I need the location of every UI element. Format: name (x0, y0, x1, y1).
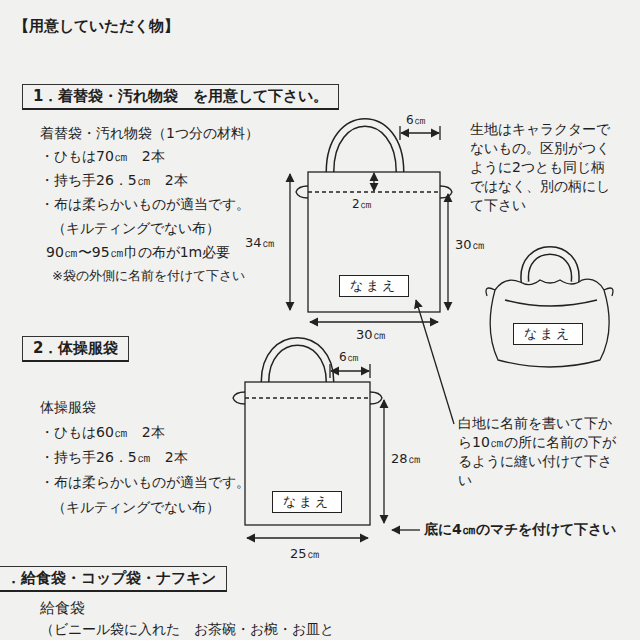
node-text: なまえ (524, 325, 572, 343)
dimension-label: 6㎝ (406, 112, 426, 128)
material-item: ・布は柔らかいものが適当です。 (40, 195, 250, 214)
dimension-label: 28㎝ (391, 450, 421, 468)
drawstring-channel (308, 191, 440, 192)
material-item: ・ひもは60㎝ 2本 (40, 423, 165, 442)
material-item: ・持ち手26．5㎝ 2本 (40, 171, 188, 190)
note-text: 生地はキャラクターでないもの。区別がつくように2つとも同じ柄ではなく、別の柄にし… (470, 120, 615, 214)
node-text: なまえ (283, 493, 331, 511)
dimension-label: 6㎝ (339, 349, 359, 365)
node-text: ．給食袋・コップ袋・ナフキン (6, 569, 216, 588)
material-item: ・布は柔らかいものが適当です。 (40, 473, 250, 492)
leader-arrow (392, 529, 420, 530)
material-item: （キルティングでない布） (52, 219, 220, 238)
handle (330, 123, 400, 173)
material-heading: 着替袋・汚れ物袋（1つ分の材料） (40, 124, 259, 143)
material-item: ・持ち手26．5㎝ 2本 (40, 448, 188, 467)
section-heading: ．給食袋・コップ袋・ナフキン (0, 566, 227, 592)
node-text: 2．体操服袋 (33, 339, 118, 358)
name-tag: なまえ (272, 491, 342, 513)
material-heading: 体操服袋 (40, 398, 96, 417)
node-text: 1．着替袋・汚れ物袋 を用意して下さい。 (33, 87, 328, 106)
drawstring (440, 186, 452, 198)
name-tag: なまえ (513, 323, 583, 345)
material-item: 90㎝〜95㎝巾の布が1m必要 (46, 243, 230, 262)
note-text: 白地に名前を書いて下から10㎝の所に名前の下がるように縫い付けて下さい (458, 414, 616, 490)
dimension-label: 30㎝ (356, 326, 386, 344)
dimension-label: 34㎝ (245, 234, 275, 252)
material-item: （ビニール袋に入れた お茶碗・お椀・お皿と (40, 620, 334, 639)
section-heading: 2．体操服袋 (22, 336, 129, 362)
dimension-label: 30㎝ (455, 236, 485, 254)
material-heading: 給食袋 (40, 598, 85, 618)
node-text: なまえ (350, 277, 398, 295)
leader-arrow (416, 300, 454, 424)
dimension-line (401, 132, 439, 133)
bag-outline (308, 172, 440, 312)
name-tag: なまえ (339, 275, 409, 297)
material-item: ・ひもは70㎝ 2本 (40, 147, 165, 166)
note-text: ※袋の外側に名前を付けて下さい (52, 267, 245, 285)
page-title: 【用意していただく物】 (14, 16, 179, 36)
material-item: （キルティングでない布） (52, 498, 220, 517)
dimension-label: 2㎝ (352, 196, 372, 212)
dimension-label: 25㎝ (290, 545, 320, 563)
note-text: 底に4㎝のマチを付けて下さい (424, 520, 616, 539)
pouch-outline (490, 279, 609, 367)
section-heading: 1．着替袋・汚れ物袋 を用意して下さい。 (22, 84, 339, 110)
